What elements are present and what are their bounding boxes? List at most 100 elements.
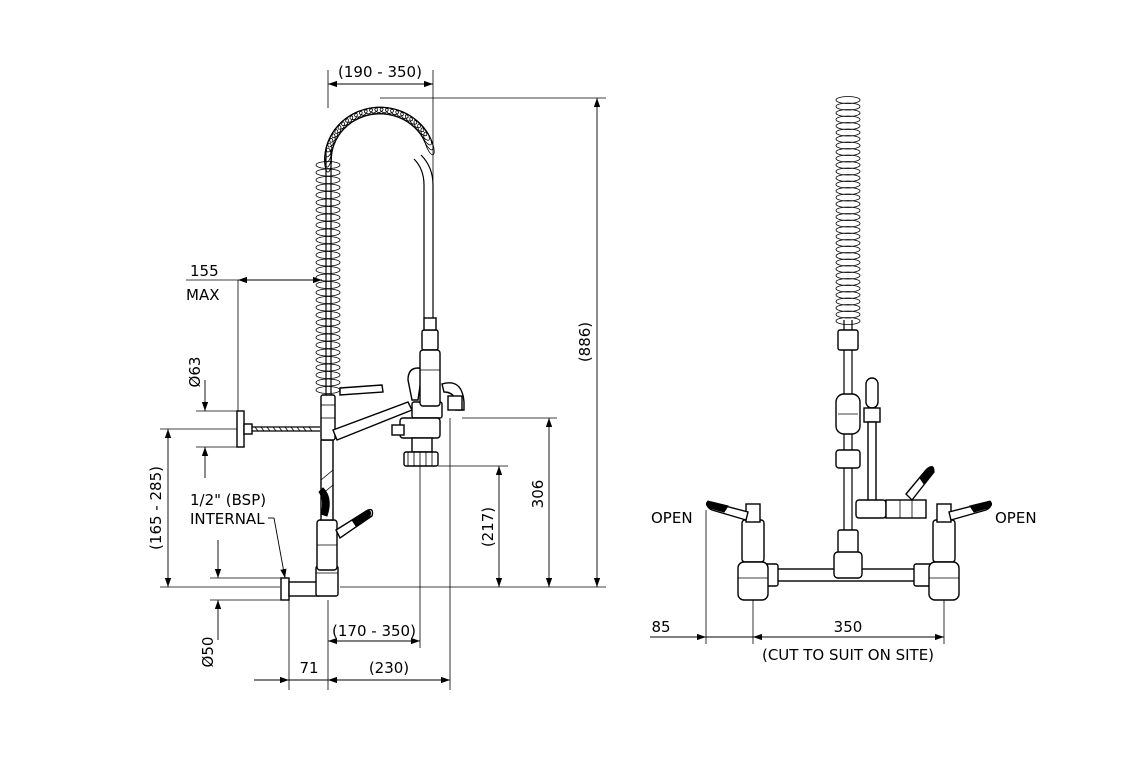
coil-turn	[417, 123, 432, 146]
coil-turn	[835, 174, 861, 182]
coil-turn	[835, 180, 861, 189]
coil-turn	[835, 310, 861, 319]
coil-turn	[315, 348, 341, 357]
dim-wall-offset-label: 71	[299, 659, 318, 677]
spray-valve	[391, 317, 441, 467]
coil-turn	[315, 386, 341, 394]
coil-turn	[315, 303, 341, 312]
coil-turn	[315, 281, 341, 289]
coil-turn	[835, 304, 861, 312]
front-spray-head	[855, 377, 935, 519]
coil-turn	[835, 102, 861, 111]
coil-turn	[835, 245, 861, 254]
coil-turn	[835, 297, 861, 306]
coil-turn	[315, 356, 341, 364]
coil-turn	[835, 115, 861, 124]
dim-reach-label: (190 - 350)	[338, 63, 422, 81]
dim-height-range-label: (165 - 285)	[147, 466, 165, 550]
front-riser	[835, 320, 861, 561]
thread-type-label: INTERNAL	[190, 510, 265, 528]
coil-turn	[404, 114, 425, 133]
wall-inlet-fitting	[280, 565, 339, 601]
coil-turn	[835, 291, 861, 299]
coil-turn	[315, 236, 341, 244]
flexible-hose	[413, 154, 434, 318]
coil-turn	[315, 198, 341, 207]
coil-turn	[835, 161, 861, 169]
coil-turn	[331, 118, 349, 139]
coil-turn	[835, 284, 861, 293]
coil-turn	[835, 193, 861, 202]
coil-turn	[835, 239, 861, 247]
dim-nozzle-height-label: (217)	[479, 507, 497, 547]
riser-pipe	[320, 150, 336, 441]
coil-turn	[400, 112, 421, 129]
open-left-label: OPEN	[651, 509, 693, 527]
coil-turn	[315, 326, 341, 334]
coil-turn	[835, 317, 861, 325]
thread-size-label: 1/2" (BSP)	[190, 491, 266, 509]
coil-turn	[315, 183, 341, 192]
coil-turn	[835, 219, 861, 228]
dim-clearance-value: 155	[190, 262, 219, 280]
dim-clearance-max: MAX	[186, 286, 219, 304]
coil-turn	[835, 206, 861, 215]
coil-turn	[315, 378, 341, 387]
coil-turn	[315, 176, 341, 184]
open-right-label: OPEN	[995, 509, 1037, 527]
front-spring-coil	[835, 96, 861, 325]
dim-nozzle-reach-label: (230)	[369, 659, 409, 677]
coil-turn	[315, 371, 341, 379]
tap-body	[316, 439, 338, 571]
coil-turn	[835, 122, 861, 130]
coil-turn	[315, 168, 341, 177]
dim-overall-height-label: (886)	[576, 322, 594, 362]
wall-bracket	[236, 410, 320, 448]
front-horizontal-pipe	[759, 551, 937, 587]
coil-turn	[835, 135, 861, 143]
coil-turn	[315, 341, 341, 349]
wall-bracket-hook	[339, 384, 384, 396]
coil-turn	[315, 213, 341, 222]
coil-turn	[315, 333, 341, 342]
coil-turn	[423, 131, 435, 156]
left-inlet-valve	[705, 500, 769, 601]
coil-turn	[409, 117, 428, 137]
coil-turn	[315, 311, 341, 319]
coil-turn	[315, 318, 341, 327]
coil-turn	[329, 121, 345, 143]
coil-turn	[835, 148, 861, 156]
coil-turn	[835, 252, 861, 260]
coil-turn	[835, 128, 861, 137]
coil-turn	[315, 296, 341, 304]
coil-turn	[315, 221, 341, 229]
dim-spout-reach-label: (170 - 350)	[332, 622, 416, 640]
coil-turn	[835, 187, 861, 195]
coil-turn	[835, 109, 861, 117]
coil-turn	[835, 232, 861, 241]
coil-turn	[315, 258, 341, 267]
coil-turn	[315, 191, 341, 199]
coil-turn	[835, 265, 861, 273]
coil-turn	[835, 154, 861, 163]
coil-turn	[315, 251, 341, 259]
coil-turn	[334, 115, 354, 134]
dim-centres-note: (CUT TO SUIT ON SITE)	[762, 646, 934, 664]
dim-centres-label: 350	[834, 618, 863, 636]
coil-turn	[315, 363, 341, 372]
coil-turn	[315, 243, 341, 252]
coil-turn	[835, 271, 861, 280]
front-view: OPEN OPEN 85 350 (CUT TO SUIT ON SITE)	[650, 96, 1037, 664]
dim-inlet-dia-label: Ø50	[199, 637, 217, 668]
coil-turn	[835, 200, 861, 208]
coil-turn	[835, 278, 861, 286]
dim-side-offset-label: 85	[651, 618, 670, 636]
dim-spout-height-label: 306	[529, 480, 547, 509]
coil-turn	[315, 228, 341, 237]
coil-turn	[835, 213, 861, 221]
coil-turn	[835, 226, 861, 234]
coil-turn	[835, 96, 861, 104]
coil-turn	[315, 206, 341, 214]
coil-turn	[835, 258, 861, 267]
